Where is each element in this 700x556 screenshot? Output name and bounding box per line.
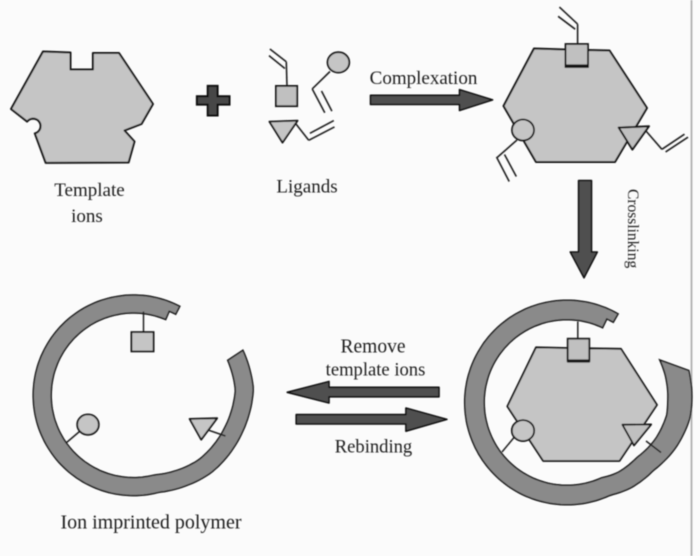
svg-text:Crosslinking: Crosslinking [624, 189, 641, 268]
svg-text:template ions: template ions [326, 360, 426, 381]
svg-text:Remove: Remove [341, 337, 406, 358]
svg-text:Template: Template [54, 180, 124, 201]
svg-text:Rebinding: Rebinding [335, 437, 412, 458]
svg-text:Complexation: Complexation [370, 68, 478, 89]
svg-text:Ion imprinted polymer: Ion imprinted polymer [60, 512, 241, 534]
svg-text:ions: ions [71, 206, 103, 227]
svg-text:Ligands: Ligands [276, 177, 337, 198]
